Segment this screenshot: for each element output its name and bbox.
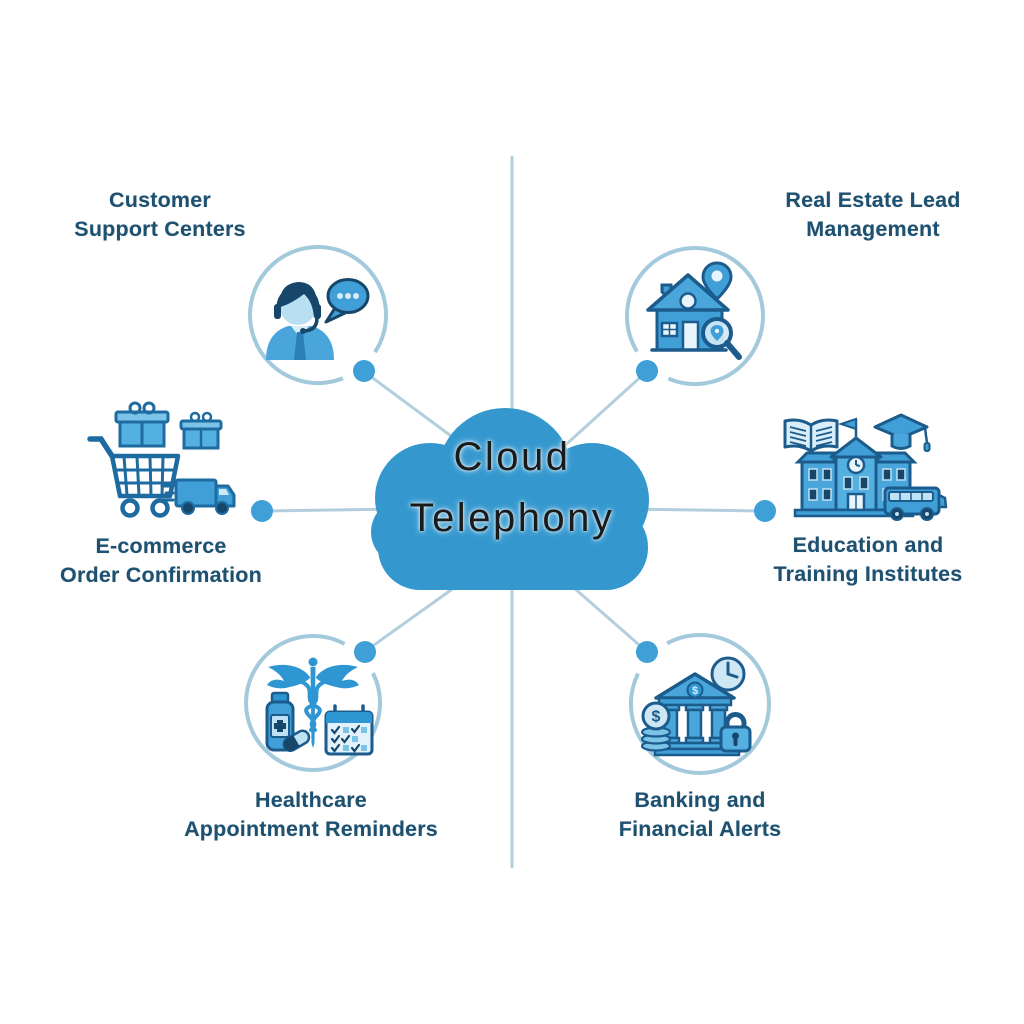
junction-dot — [251, 500, 273, 522]
connector-line-bottom-right — [563, 578, 647, 652]
label-line: Management — [806, 216, 940, 241]
location-pin-icon — [701, 261, 733, 302]
junction-dot — [754, 500, 776, 522]
icon-ring — [629, 633, 771, 775]
shopping-cart-icon — [87, 436, 181, 518]
cloud-shape — [371, 408, 649, 590]
icon-ring — [248, 245, 388, 385]
caduceus-medicine-calendar-icon — [244, 634, 382, 772]
graduation-cap-icon — [873, 413, 931, 452]
cloud-title: Cloud Telephony — [410, 427, 615, 549]
label-line: Banking and — [634, 788, 766, 812]
bank-dollar-glyph: $ — [692, 685, 698, 697]
icon-ring — [625, 246, 765, 386]
label-banking: Banking and Financial Alerts — [619, 786, 782, 843]
label-education: Education and Training Institutes — [774, 531, 963, 588]
connector-line-top-right — [558, 371, 647, 452]
label-ecommerce: E-commerce Order Confirmation — [60, 532, 262, 589]
label-line: Customer — [109, 188, 211, 212]
junction-dots — [251, 360, 776, 663]
delivery-truck-icon — [160, 478, 236, 515]
cloud-title-line1: Cloud — [453, 435, 571, 479]
label-line: Financial Alerts — [618, 816, 782, 841]
coin-dollar-glyph: $ — [652, 709, 661, 726]
junction-dot — [636, 360, 658, 382]
cloud-title-line2: Telephony — [409, 496, 615, 540]
magnifier-icon — [701, 317, 742, 360]
caduceus-icon — [267, 657, 359, 748]
cart-gifts-delivery-truck-icon — [87, 401, 236, 518]
house-location-search-icon — [625, 246, 765, 386]
gift-box-icon — [114, 401, 170, 448]
label-real-estate: Real Estate Lead Management — [785, 186, 960, 243]
label-customer-support: Customer Support Centers — [74, 186, 245, 243]
label-line: Appointment Reminders — [184, 816, 438, 841]
flag-icon — [837, 417, 857, 431]
padlock-icon — [719, 712, 752, 753]
school-bus-icon — [883, 486, 948, 521]
label-line: Support Centers — [74, 216, 246, 241]
calendar-icon — [324, 704, 374, 756]
label-line: Real Estate Lead — [785, 188, 961, 212]
support-agent-chat-icon — [248, 245, 388, 385]
junction-dot — [353, 360, 375, 382]
chat-bubble-icon — [324, 278, 370, 324]
label-line: Order Confirmation — [60, 562, 262, 587]
bank-coins-clock-lock-icon: $ $ — [629, 633, 771, 775]
connector-line-right — [628, 507, 765, 513]
label-line: Healthcare — [255, 788, 367, 812]
gift-box-icon — [179, 411, 223, 450]
clock-icon — [710, 656, 746, 692]
school-book-graduation-bus-icon — [783, 413, 948, 521]
label-healthcare: Healthcare Appointment Reminders — [184, 786, 438, 843]
label-line: Education and — [792, 533, 944, 557]
pill-capsule-icon — [282, 729, 311, 752]
junction-dot — [354, 641, 376, 663]
label-line: E-commerce — [95, 534, 227, 558]
open-book-icon — [783, 418, 839, 453]
label-line: Training Institutes — [773, 561, 963, 586]
junction-dot — [636, 641, 658, 663]
connector-line-bottom-left — [365, 578, 467, 652]
coins-icon: $ — [640, 701, 672, 752]
